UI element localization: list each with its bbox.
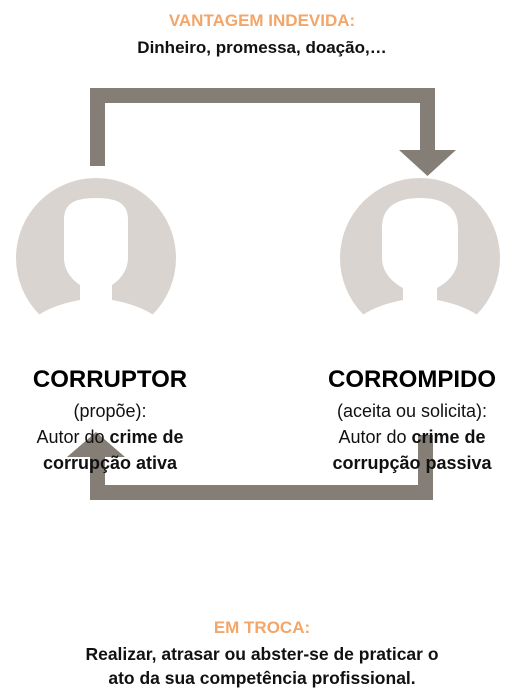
corrompido-role: CORROMPIDO [328,366,496,393]
corrompido-crime-bold: crime de [411,427,486,447]
bottom-label-line2: ato da sua competência profissional. [108,668,416,688]
corrompido-block: CORROMPIDO (aceita ou solicita): Autor d… [300,366,524,476]
corruptor-crime-prefix: Autor do [36,427,110,447]
corruptor-action: (propõe): [73,401,147,421]
corruptor-role: CORRUPTOR [32,366,188,393]
corrompido-avatar [340,178,500,380]
corruptor-avatar [16,178,176,380]
corruptor-crime-line2: corrupção ativa [42,453,178,473]
bottom-label-line1: Realizar, atrasar ou abster-se de pratic… [85,644,439,664]
corrompido-action: (aceita ou solicita): [336,401,488,421]
corrompido-crime-line2: corrupção passiva [332,453,492,473]
corruptor-crime-bold: crime de [109,427,184,447]
top-label-title: VANTAGEM INDEVIDA: [168,11,356,30]
corrompido-crime-prefix: Autor do [338,427,412,447]
corrompido-crime-line1: Autor do crime de [300,424,524,450]
bottom-arrow [67,432,433,500]
top-label-text: Dinheiro, promessa, doação,… [137,38,387,57]
top-arrow [90,88,456,176]
bottom-label-title: EM TROCA: [213,618,311,637]
corruptor-crime-line1: Autor do crime de [0,424,220,450]
corruptor-block: CORRUPTOR (propõe): Autor do crime de co… [0,366,220,476]
